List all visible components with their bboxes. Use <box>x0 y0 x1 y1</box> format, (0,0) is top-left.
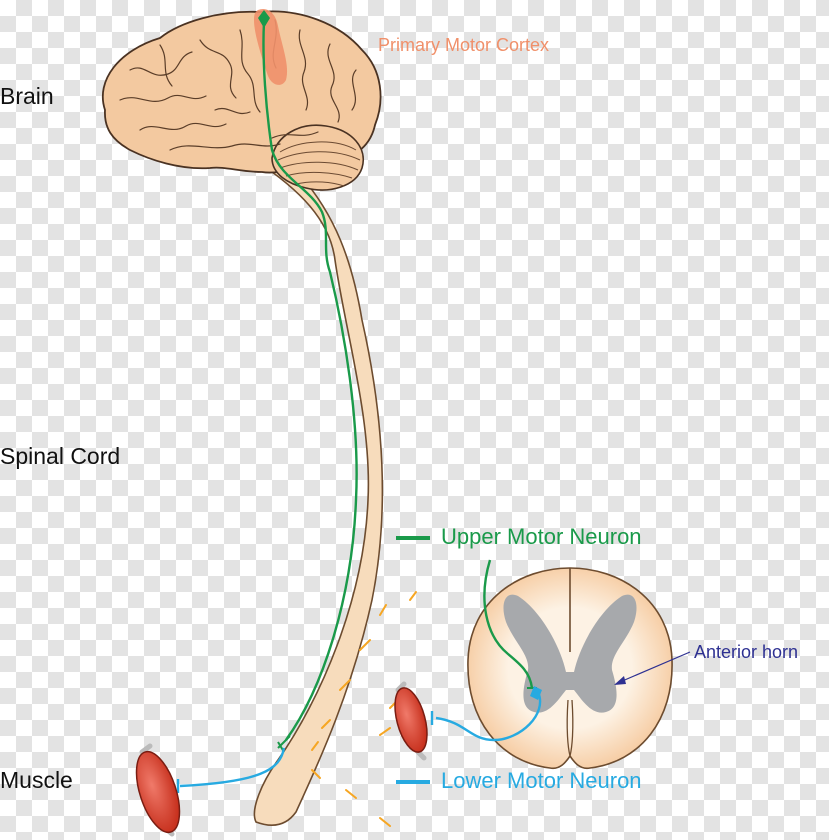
upper-motor-neuron-descending <box>483 559 534 689</box>
lower-motor-neuron-axon-right <box>435 691 542 742</box>
spinal-cord <box>252 158 384 826</box>
cerebellum-folia <box>277 141 361 187</box>
gray-matter <box>503 594 637 713</box>
brain <box>101 8 382 191</box>
label-brain: Brain <box>0 83 54 109</box>
legend-lower-motor-neuron: Lower Motor Neuron <box>441 768 642 793</box>
spinal-cord-cross-section <box>467 567 673 770</box>
legend-upper-motor-neuron: Upper Motor Neuron <box>441 524 642 549</box>
label-spinal-cord: Spinal Cord <box>0 443 121 469</box>
label-muscle: Muscle <box>0 767 73 793</box>
muscle-right <box>394 681 428 761</box>
anterior-horn-pointer <box>614 651 691 685</box>
anterior-median-fissure <box>566 699 574 757</box>
label-anterior-horn: Anterior horn <box>694 642 799 662</box>
muscle-left <box>135 743 181 837</box>
label-primary-motor-cortex: Primary Motor Cortex <box>378 35 550 55</box>
primary-motor-cortex-highlight <box>254 8 288 85</box>
upper-motor-neuron-cell-body <box>258 10 270 28</box>
lower-motor-neuron-axon <box>179 747 286 788</box>
upper-motor-neuron-axon <box>262 21 358 741</box>
